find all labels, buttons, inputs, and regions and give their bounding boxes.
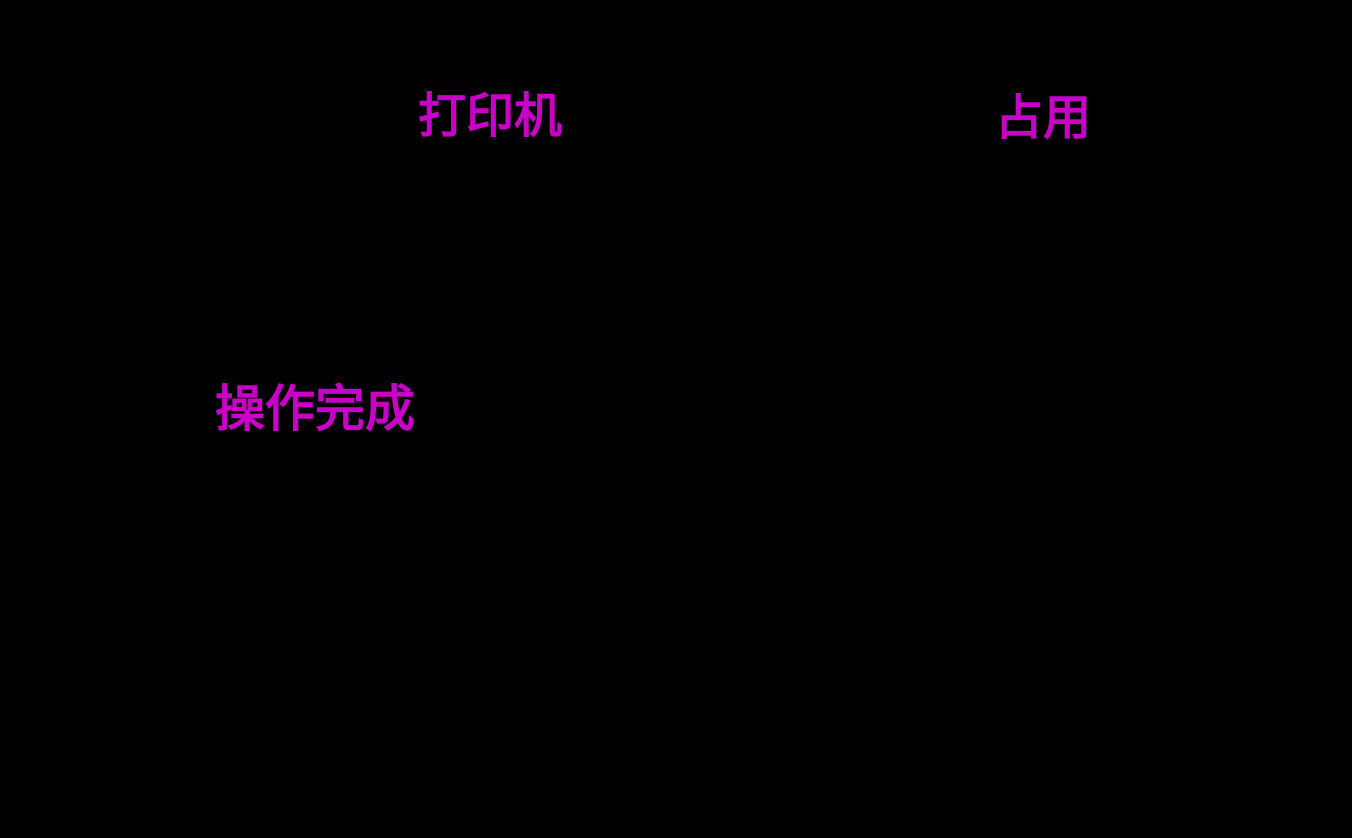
printer-label: 打印机 <box>418 88 563 144</box>
operation-complete-label: 操作完成 <box>215 380 415 438</box>
occupied-label: 占用 <box>995 90 1092 146</box>
